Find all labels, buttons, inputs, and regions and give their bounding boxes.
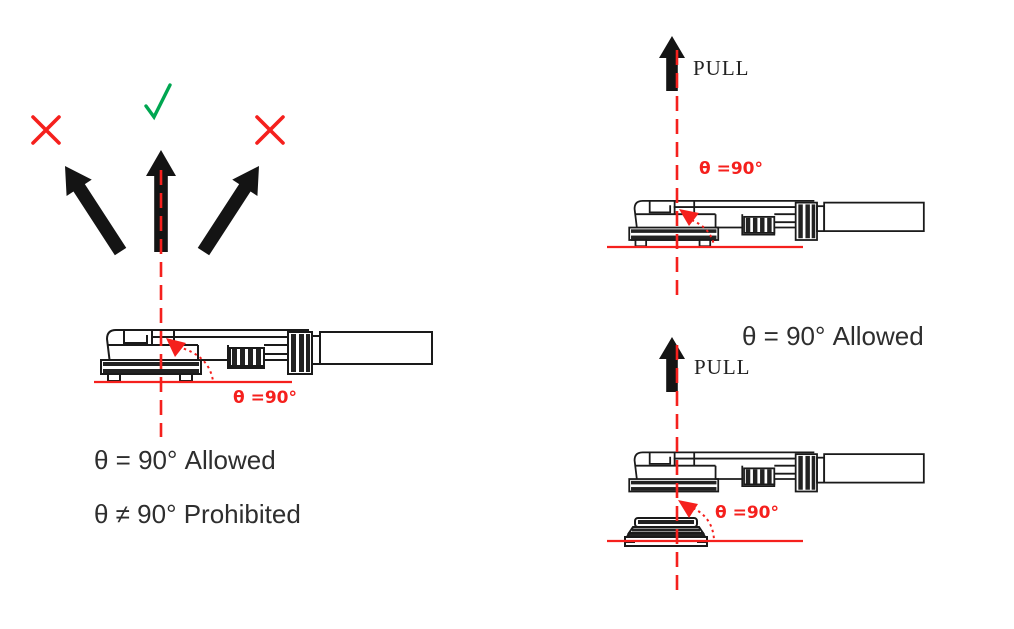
angle-arrowhead-icon (679, 209, 699, 226)
angle-arrowhead-icon (166, 338, 186, 357)
tilt-left-arrow-icon (52, 157, 134, 260)
pull-arrow-icon (659, 337, 685, 392)
connector-side-view (628, 199, 925, 248)
left-diagram-graphics (31, 83, 433, 437)
angle-value-label: θ =90° (233, 388, 297, 408)
pull-label: PULL (694, 355, 751, 379)
allowed-caption: θ = 90° Allowed (94, 445, 276, 475)
cross-icon (255, 115, 285, 145)
angle-arc (692, 507, 715, 541)
right-top-diagram-graphics (607, 36, 925, 300)
tilt-right-arrow-icon (190, 157, 272, 260)
allowed-caption: θ = 90° Allowed (742, 321, 924, 351)
pull-label: PULL (693, 56, 750, 80)
right-bottom-diagram-graphics (607, 337, 925, 597)
connector-plug-side-view (628, 451, 925, 493)
check-icon (144, 83, 172, 121)
prohibited-caption: θ ≠ 90° Prohibited (94, 499, 301, 529)
angle-value-label: θ =90° (715, 503, 779, 523)
connector-side-view (100, 329, 433, 382)
pull-arrow-icon (659, 36, 685, 91)
angle-arrowhead-icon (678, 500, 698, 518)
cross-icon (31, 115, 61, 145)
angle-value-label: θ =90° (699, 159, 763, 179)
